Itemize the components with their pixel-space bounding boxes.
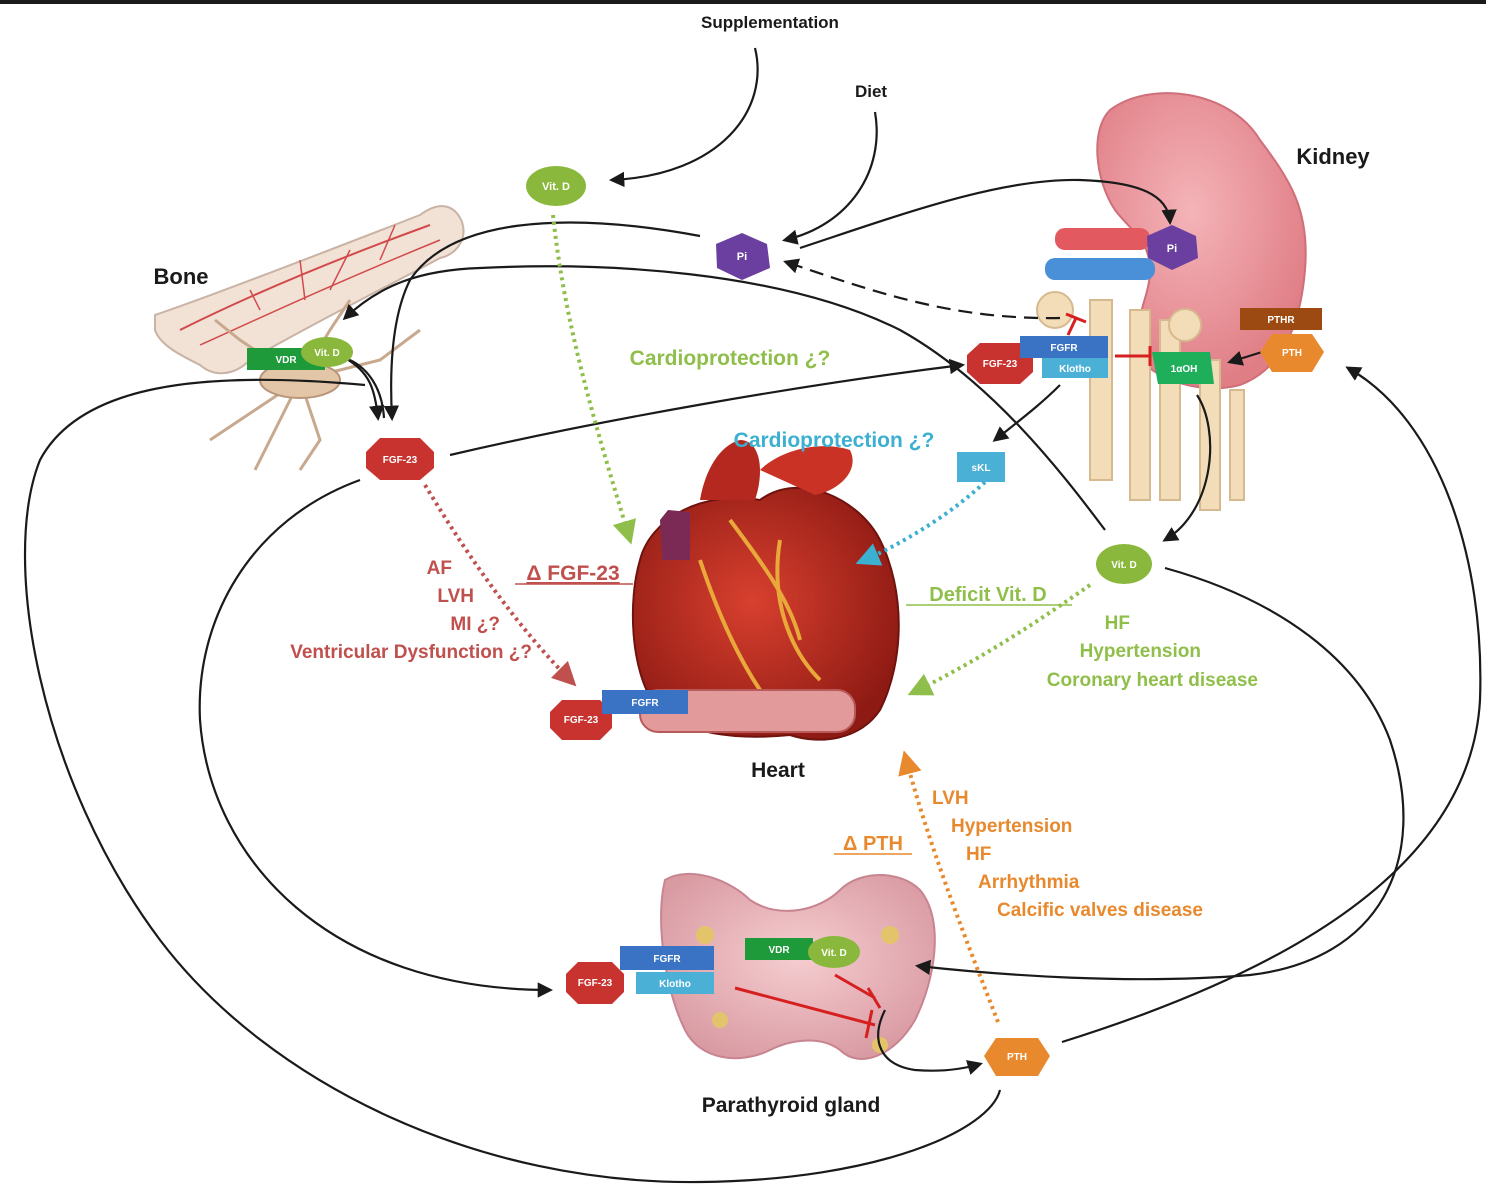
pth-effect: Arrhythmia xyxy=(978,872,1080,893)
heart-label: Heart xyxy=(751,759,805,782)
fgf23-effect: AF xyxy=(427,558,452,579)
svg-text:sKL: sKL xyxy=(972,463,991,474)
vitd-effect: Coronary heart disease xyxy=(1047,670,1258,691)
heart-fgfr-receptor: FGFR xyxy=(602,690,688,714)
parathyroid-label: Parathyroid gland xyxy=(702,1094,881,1117)
pth-effects-list: LVH Hypertension HF Arrhythmia Calcific … xyxy=(932,788,1203,921)
pth-effect: HF xyxy=(966,844,991,865)
vitd-to-heart-arrow xyxy=(553,215,630,540)
sklotho-marker: sKL xyxy=(957,452,1005,482)
vitd-marker-right: Vit. D xyxy=(1096,544,1152,584)
pthr-receptor: PTHR xyxy=(1240,308,1322,330)
svg-text:VDR: VDR xyxy=(275,355,297,366)
fgf23-effect: Ventricular Dysfunction ¿? xyxy=(290,642,532,663)
cardioprotection-klotho-label: Cardioprotection ¿? xyxy=(734,429,935,452)
pth-marker-parathyroid: PTH xyxy=(984,1038,1050,1076)
delta-pth-label: Δ PTH xyxy=(843,833,903,855)
fgf23-marker-parathyroid: FGF-23 xyxy=(566,962,624,1004)
bone-illustration xyxy=(155,206,463,470)
svg-text:FGF-23: FGF-23 xyxy=(383,455,418,466)
svg-text:PTH: PTH xyxy=(1282,348,1302,359)
kidney-klotho-receptor: Klotho xyxy=(1042,358,1108,378)
svg-text:Vit. D: Vit. D xyxy=(821,948,846,959)
pth-effect: Calcific valves disease xyxy=(997,900,1203,921)
svg-text:FGFR: FGFR xyxy=(631,698,659,709)
svg-text:Vit. D: Vit. D xyxy=(542,181,570,193)
svg-text:1αOH: 1αOH xyxy=(1171,364,1198,375)
fgf23-effects-list: AF LVH MI ¿? Ventricular Dysfunction ¿? xyxy=(290,558,532,663)
svg-text:Pi: Pi xyxy=(737,251,747,263)
fgf23-marker-bone: FGF-23 xyxy=(366,438,434,480)
pth-effect: LVH xyxy=(932,788,969,809)
svg-text:FGFR: FGFR xyxy=(1050,343,1078,354)
cardioprotection-vitd-label: Cardioprotection ¿? xyxy=(630,347,831,370)
oh1a-enzyme: 1αOH xyxy=(1152,352,1214,384)
delta-fgf23-label: Δ FGF-23 xyxy=(526,562,619,585)
svg-text:VDR: VDR xyxy=(768,945,790,956)
parathyroid-vdr-receptor: VDR xyxy=(745,938,813,960)
kidney-label: Kidney xyxy=(1296,144,1370,169)
parathyroid-klotho-receptor: Klotho xyxy=(636,972,714,994)
vitd-effect: Hypertension xyxy=(1080,641,1201,662)
kidney-fgfr-receptor: FGFR xyxy=(1020,336,1108,358)
svg-text:Vit. D: Vit. D xyxy=(314,348,339,359)
bone-vitd-marker: Vit. D xyxy=(301,337,353,367)
kidney-illustration xyxy=(1037,93,1306,510)
pth-effect: Hypertension xyxy=(951,816,1072,837)
svg-text:FGF-23: FGF-23 xyxy=(564,715,599,726)
bone-label: Bone xyxy=(154,264,209,289)
supplementation-label: Supplementation xyxy=(701,13,839,32)
pi-marker-center: Pi xyxy=(716,233,770,280)
svg-text:PTHR: PTHR xyxy=(1267,315,1295,326)
vitd-effect: HF xyxy=(1105,613,1130,634)
svg-text:Pi: Pi xyxy=(1167,243,1177,255)
svg-text:FGFR: FGFR xyxy=(653,954,681,965)
deficit-vitd-label: Deficit Vit. D xyxy=(929,584,1046,606)
fgf23-effect: LVH xyxy=(437,586,474,607)
svg-text:Vit. D: Vit. D xyxy=(1111,560,1136,571)
parathyroid-vitd-marker: Vit. D xyxy=(808,936,860,968)
svg-text:Klotho: Klotho xyxy=(1059,364,1091,375)
pth-marker-kidney: PTH xyxy=(1260,334,1324,372)
svg-text:PTH: PTH xyxy=(1007,1052,1027,1063)
diet-label: Diet xyxy=(855,82,887,101)
vitd-marker-top: Vit. D xyxy=(526,166,586,206)
parathyroid-fgfr-receptor: FGFR xyxy=(620,946,714,970)
svg-text:FGF-23: FGF-23 xyxy=(983,359,1018,370)
vitd-effects-list: HF Hypertension Coronary heart disease xyxy=(1047,613,1258,691)
svg-text:FGF-23: FGF-23 xyxy=(578,978,613,989)
fgf23-effect: MI ¿? xyxy=(450,614,500,635)
svg-text:Klotho: Klotho xyxy=(659,979,691,990)
